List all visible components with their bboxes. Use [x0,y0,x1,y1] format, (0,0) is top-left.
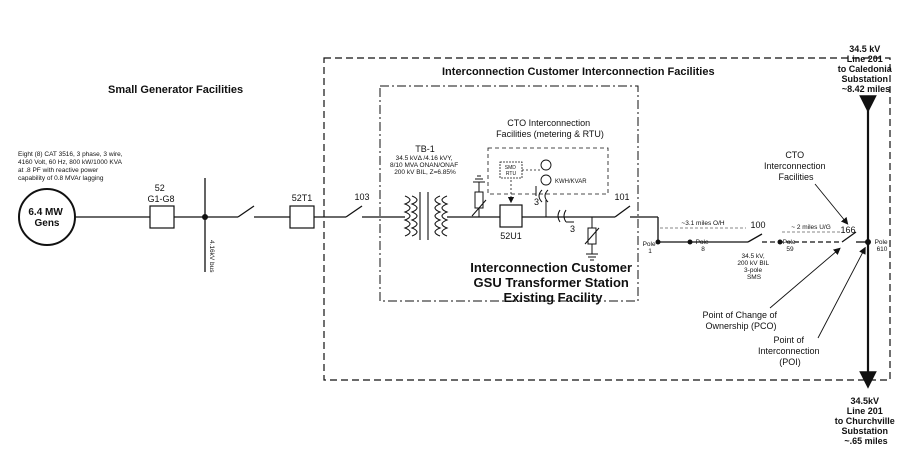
breaker-52 [149,205,175,229]
pole-610-label: Pole 610 [875,239,890,253]
gen-description: Eight (8) CAT 3516, 3 phase, 3 wire, 416… [18,151,124,182]
switch-101-label: 101 [614,192,629,202]
poi-label: Point of Interconnection (POI) [758,335,822,367]
rtu-label: SMD RTU [505,165,518,177]
gsu-station-boundary [379,85,639,302]
interconnection-facilities-boundary [323,57,891,381]
bus-node [202,214,208,220]
switch-100 [747,233,763,243]
cto-arrow [814,183,849,225]
breaker-52t1-label: 52T1 [292,193,313,203]
switch-103-label: 103 [354,192,369,202]
pole-59-node [777,239,783,245]
tb1-name: TB-1 [415,144,435,154]
switch-166-label: 166 [840,225,855,235]
surge-arrester-a [471,175,487,217]
pole-610-node [865,239,871,245]
bus-label: 4.16kV bus [208,240,215,273]
tb1-desc: 34.5 kVΔ /4.16 kVY, 8/10 MVA ONAN/ONAF 2… [390,155,460,176]
surge-arrester-b [584,217,600,261]
switch-101 [614,205,631,218]
switch-bus-a [237,205,255,218]
breaker-52u1 [499,204,523,228]
cto-inner-label: CTO Interconnection Facilities (metering… [496,118,604,139]
pole-59-label: Pole 59 [783,239,798,253]
meter-symbol-b [540,174,552,186]
cto-outer-label: CTO Interconnection Facilities [764,150,828,182]
pole-8-node [687,239,693,245]
current-transformers [535,186,574,223]
breaker-52u1-label: 52U1 [500,231,522,241]
ug-label: ~ 2 miles U/G [791,224,831,231]
pco-label: Point of Change of Ownership (PCO) [702,310,779,331]
pole-8-label: Pole 8 [696,239,711,253]
line-top-label: 34.5 kV Line 201 to Caledonia Substation… [838,44,895,94]
station-label: Interconnection Customer GSU Transformer… [470,260,635,305]
ct-label-b: 3 [570,224,575,234]
oh-label: ~3.1 miles O/H [681,220,724,227]
switch-100-desc: 34.5 kV, 200 kV BIL 3-pole SMS [737,253,770,281]
switch-166 [841,231,857,243]
generator-label: 6.4 MW Gens [28,207,65,229]
breaker-52-label: 52 G1-G8 [147,183,174,204]
ct-label-a: 3 [534,197,539,207]
transformer-tb1 [403,192,449,240]
pole-1-node [655,239,661,245]
cto-metering-boundary [487,147,609,195]
meter-symbol-a [540,159,552,171]
meter-label: KWH/KVAR [555,179,587,185]
switch-103 [345,205,363,218]
pco-arrow [769,247,841,309]
line-bottom-label: 34.5kV Line 201 to Churchville Substatio… [835,396,898,446]
switch-100-label: 100 [750,220,765,230]
breaker-52t1 [289,205,315,229]
pole-1-label: Pole 1 [643,241,658,255]
top-header: Interconnection Customer Interconnection… [442,66,715,78]
left-header: Small Generator Facilities [108,84,243,96]
poi-arrow [817,246,866,339]
